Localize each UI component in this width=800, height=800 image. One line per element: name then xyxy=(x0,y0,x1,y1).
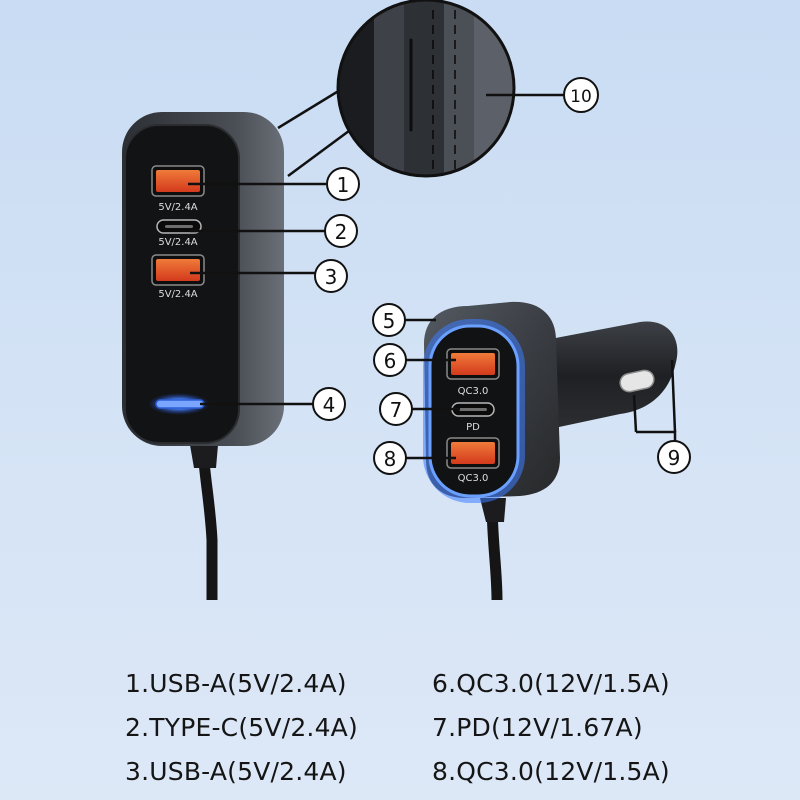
callout-7-number: 7 xyxy=(390,398,403,422)
charger-cable-strain-relief xyxy=(480,498,506,522)
qc-port-top-tongue xyxy=(451,353,495,375)
hub-cable-strain-relief xyxy=(190,445,218,468)
callout-line-9c xyxy=(632,394,638,433)
zoom-leader-line-bottom xyxy=(287,123,358,178)
hub-led-indicator xyxy=(155,399,205,409)
charger-port-label-1: QC3.0 xyxy=(458,386,489,397)
callout-9: 9 xyxy=(657,440,691,474)
callout-1: 1 xyxy=(326,167,360,201)
callout-10: 10 xyxy=(563,77,599,113)
callout-2-number: 2 xyxy=(335,220,348,244)
zoom-detail xyxy=(336,0,516,178)
callout-2: 2 xyxy=(324,214,358,248)
callout-7: 7 xyxy=(379,392,413,426)
callout-5: 5 xyxy=(372,303,406,337)
callout-lines xyxy=(188,93,677,460)
qc-port-bottom-tongue xyxy=(451,442,495,464)
legend-item-6: 6.QC3.0(12V/1.5A) xyxy=(432,669,670,698)
charger-port-label-2: PD xyxy=(466,422,480,433)
zoom-circle-border xyxy=(336,0,516,178)
car-charger-device: QC3.0 PD QC3.0 xyxy=(423,301,678,601)
legend-item-8: 8.QC3.0(12V/1.5A) xyxy=(432,757,670,786)
hub-port-label-3: 5V/2.4A xyxy=(158,289,197,300)
pd-type-c-port-tongue xyxy=(459,408,487,411)
hub-port-label-2: 5V/2.4A xyxy=(158,237,197,248)
usb-a-port-3-tongue xyxy=(156,259,200,281)
callout-1-number: 1 xyxy=(337,173,350,197)
callout-3-number: 3 xyxy=(325,265,338,289)
legend-item-7: 7.PD(12V/1.67A) xyxy=(432,713,643,742)
type-c-port-hub-tongue xyxy=(165,225,193,228)
legend-item-1: 1.USB-A(5V/2.4A) xyxy=(125,669,347,698)
legend-left-column: 1.USB-A(5V/2.4A) 2.TYPE-C(5V/2.4A) 3.USB… xyxy=(125,662,358,794)
usb-a-port-1-tongue xyxy=(156,170,200,192)
callout-9-number: 9 xyxy=(668,446,681,470)
callout-3: 3 xyxy=(314,259,348,293)
callout-line-9b xyxy=(670,359,677,433)
callout-8-number: 8 xyxy=(384,447,397,471)
hub-port-label-1: 5V/2.4A xyxy=(158,202,197,213)
callout-10-number: 10 xyxy=(570,87,592,107)
callout-5-number: 5 xyxy=(383,309,396,333)
legend-right-column: 6.QC3.0(12V/1.5A) 7.PD(12V/1.67A) 8.QC3.… xyxy=(432,662,670,794)
callout-4-number: 4 xyxy=(323,393,336,417)
hub-device: 5V/2.4A 5V/2.4A 5V/2.4A xyxy=(122,112,284,600)
legend-item-3: 3.USB-A(5V/2.4A) xyxy=(125,757,347,786)
legend-item-2: 2.TYPE-C(5V/2.4A) xyxy=(125,713,358,742)
charger-side-contact xyxy=(619,369,655,393)
charger-glow-outer xyxy=(423,319,525,503)
callout-4: 4 xyxy=(312,387,346,421)
charger-port-label-3: QC3.0 xyxy=(458,473,489,484)
callout-8: 8 xyxy=(373,441,407,475)
charger-plug-barrel xyxy=(545,321,678,430)
callout-6: 6 xyxy=(373,343,407,377)
callout-markers: 1 2 3 4 5 6 7 8 xyxy=(312,77,691,475)
callout-6-number: 6 xyxy=(384,349,397,373)
callout-line-9a xyxy=(636,430,677,442)
